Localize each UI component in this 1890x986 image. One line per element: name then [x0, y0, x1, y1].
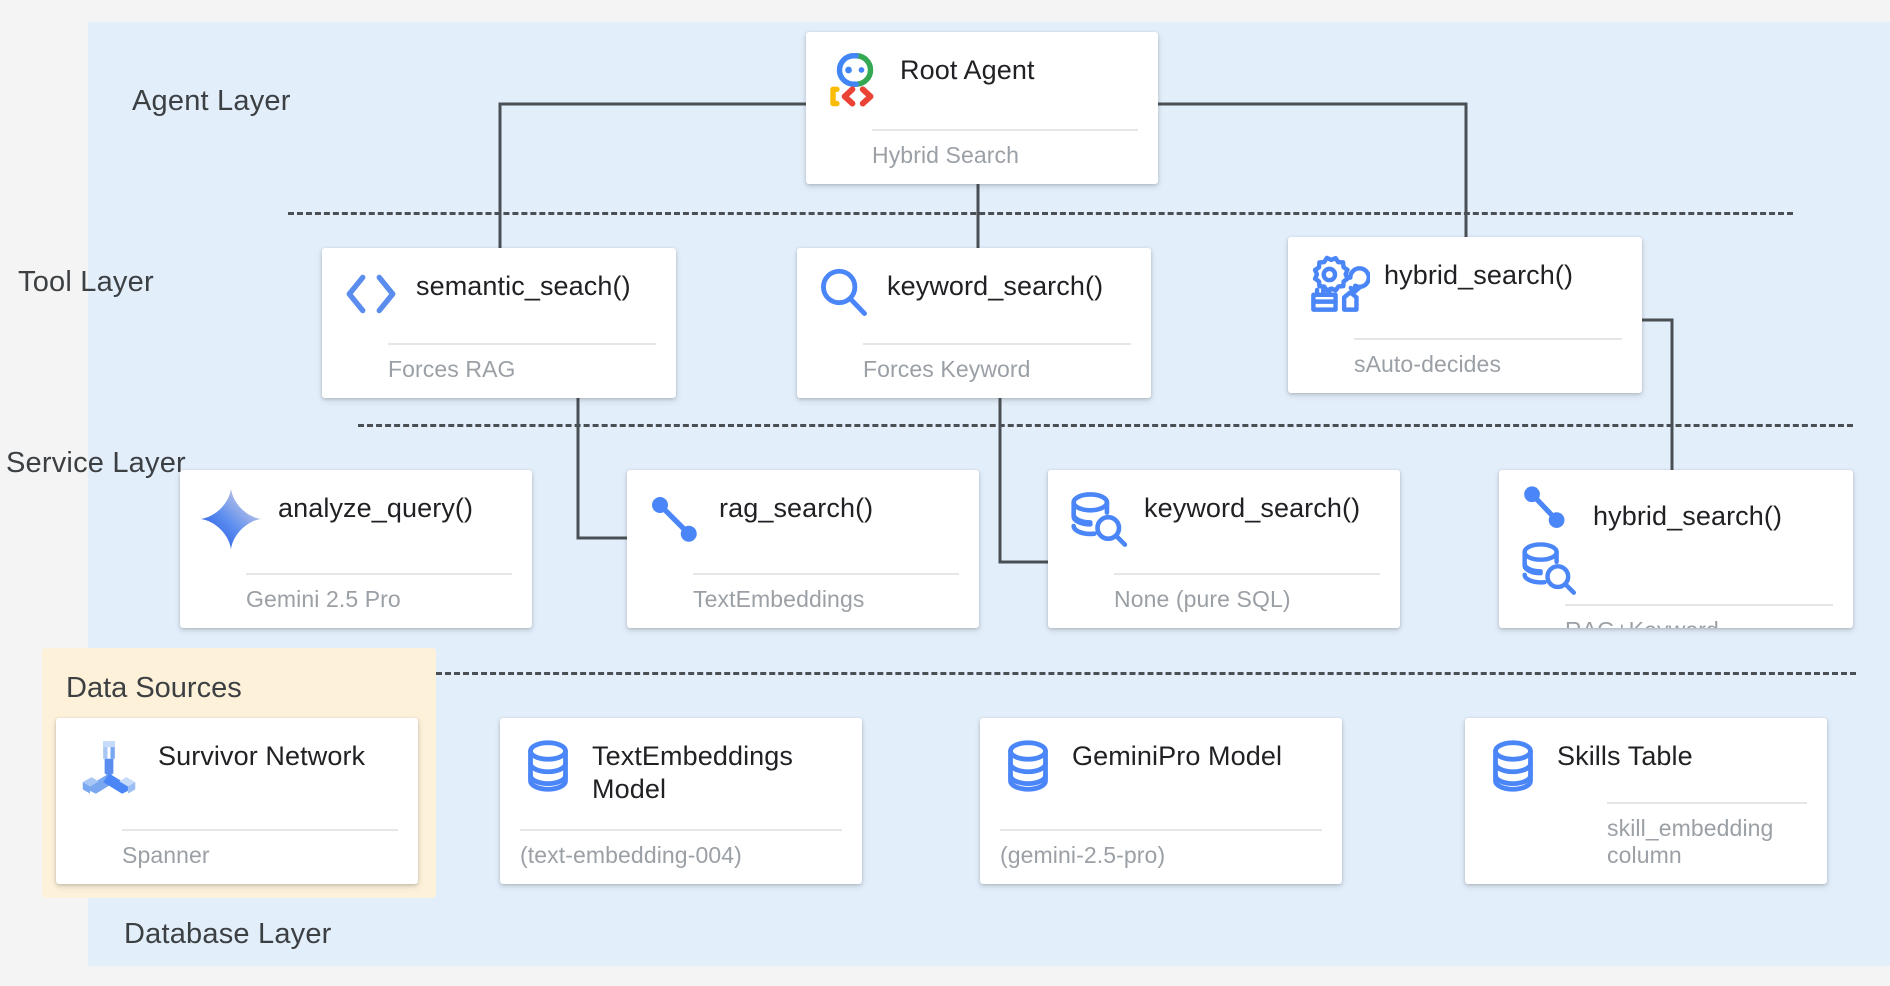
node-subtitle: Spanner: [122, 829, 398, 884]
layer-label-agent: Agent Layer: [132, 85, 291, 117]
layer-label-tool: Tool Layer: [18, 266, 154, 298]
magnifier-icon: [815, 264, 873, 322]
database-icon: [518, 734, 578, 796]
node-analyze-query-service[interactable]: analyze_query() Gemini 2.5 Pro: [180, 470, 532, 628]
node-subtitle: None (pure SQL): [1114, 573, 1380, 628]
node-title: hybrid_search(): [1593, 501, 1783, 531]
node-subtitle: TextEmbeddings: [693, 573, 959, 628]
database-search-icon: [1066, 486, 1130, 550]
node-hybrid-search-service[interactable]: hybrid_search() RAG+Keyword: [1499, 470, 1853, 628]
node-keyword-search-service[interactable]: keyword_search() None (pure SQL): [1048, 470, 1400, 628]
node-title: analyze_query(): [278, 493, 474, 523]
node-keyword-search-tool[interactable]: keyword_search() Forces Keyword: [797, 248, 1151, 398]
node-title: GeminiPro Model: [1072, 741, 1283, 771]
node-title: keyword_search(): [1144, 493, 1361, 523]
google-adk-robot-icon: [824, 48, 886, 110]
node-rag-search-service[interactable]: rag_search() TextEmbeddings: [627, 470, 979, 628]
vector-link-icon: [645, 486, 705, 550]
node-title: Skills Table: [1557, 741, 1693, 771]
node-subtitle: skill_embedding column: [1607, 801, 1807, 884]
layer-label-service: Service Layer: [6, 447, 186, 479]
node-hybrid-search-tool[interactable]: hybrid_search() sAuto-decides: [1288, 237, 1642, 393]
node-subtitle: Gemini 2.5 Pro: [246, 573, 512, 628]
node-title: TextEmbeddings Model: [592, 741, 794, 804]
database-icon: [998, 734, 1058, 796]
node-title: hybrid_search(): [1384, 260, 1574, 290]
vector-plus-db-search-icon: [1517, 482, 1579, 600]
node-title: Survivor Network: [158, 741, 366, 771]
node-subtitle: (text-embedding-004): [520, 829, 842, 884]
node-subtitle: sAuto-decides: [1354, 338, 1622, 393]
node-subtitle: Hybrid Search: [872, 129, 1138, 184]
layer-label-database: Database Layer: [124, 918, 332, 950]
node-root-agent[interactable]: Root Agent Hybrid Search: [806, 32, 1158, 184]
node-survivor-network[interactable]: Survivor Network Spanner: [56, 718, 418, 884]
node-title: semantic_seach(): [416, 271, 631, 301]
data-sources-title: Data Sources: [66, 672, 242, 704]
divider-tool-service: [358, 424, 1853, 427]
divider-agent-tool: [288, 212, 1793, 215]
node-geminipro-model[interactable]: GeminiPro Model (gemini-2.5-pro): [980, 718, 1342, 884]
node-subtitle: (gemini-2.5-pro): [1000, 829, 1322, 884]
node-subtitle: Forces RAG: [388, 343, 656, 398]
node-semantic-search-tool[interactable]: semantic_seach() Forces RAG: [322, 248, 676, 398]
spanner-icon: [74, 734, 144, 804]
node-title: Root Agent: [900, 55, 1035, 85]
node-subtitle: Forces Keyword: [863, 343, 1131, 398]
node-title: keyword_search(): [887, 271, 1104, 301]
node-textembeddings-model[interactable]: TextEmbeddings Model (text-embedding-004…: [500, 718, 862, 884]
node-skills-table[interactable]: Skills Table skill_embedding column: [1465, 718, 1827, 884]
divider-service-db: [436, 672, 1856, 675]
bottom-margin: [0, 966, 1890, 986]
code-brackets-icon: [340, 264, 402, 318]
node-title: rag_search(): [719, 493, 874, 523]
node-subtitle: RAG+Keyword: [1565, 604, 1833, 628]
database-icon: [1483, 734, 1543, 796]
cognition-gear-icon: [1306, 253, 1370, 317]
gemini-sparkle-icon: [198, 486, 264, 552]
